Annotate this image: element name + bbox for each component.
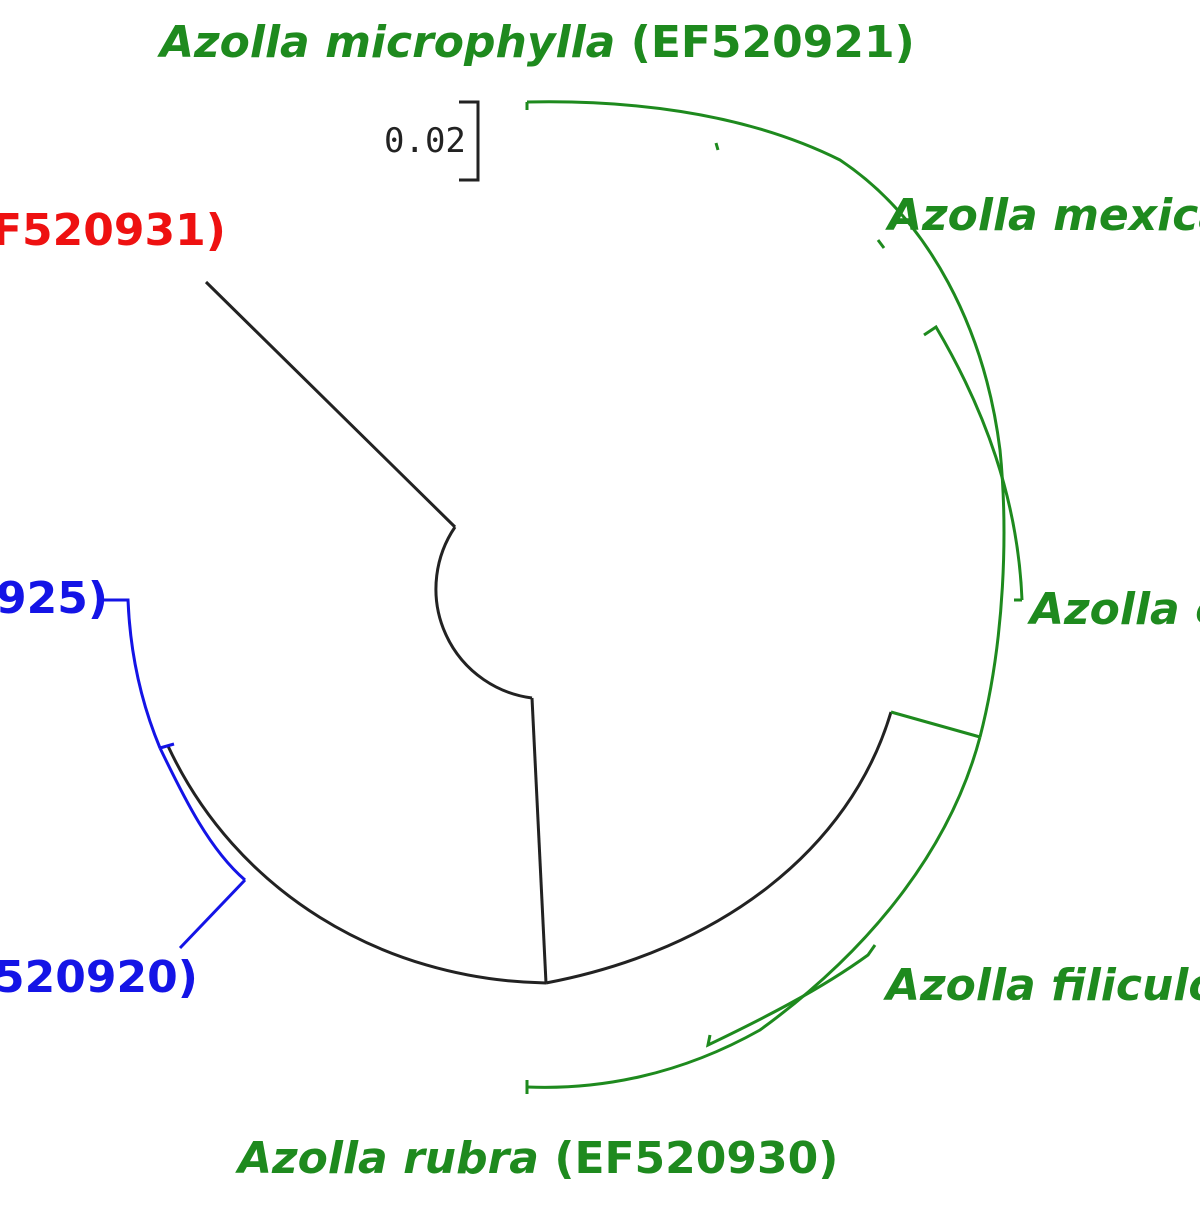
label-microphylla-accession: (EF520921) xyxy=(631,17,915,68)
label-outgroup: F520931) xyxy=(0,205,226,256)
green-lower-arc xyxy=(526,736,982,1089)
blue-inner-arc xyxy=(158,747,246,882)
blue-clade xyxy=(102,598,247,950)
label-caroliniana-species: c xyxy=(1195,584,1200,635)
microphylla-tick xyxy=(714,142,720,151)
scale-bar-label: 0.02 xyxy=(384,121,466,161)
label-rubra-genus: Azolla xyxy=(235,1133,388,1184)
label-rubra-accession: (EF520930) xyxy=(554,1133,838,1184)
label-filiculoides: Azolla filiculoi xyxy=(883,960,1200,1011)
root-arc xyxy=(434,526,533,700)
blue-upper-tip xyxy=(102,598,162,749)
caroliniana-outer-arc xyxy=(923,324,1024,601)
lower-left-arc xyxy=(166,745,547,985)
blue-lower-tip xyxy=(178,878,247,950)
label-mexicana-genus: Azolla xyxy=(885,190,1038,241)
scale-bar: 0.02 xyxy=(384,100,480,182)
label-mexicana-species: mexica xyxy=(1053,190,1200,241)
green-crown-stem xyxy=(890,710,981,739)
label-microphylla-species: microphylla xyxy=(325,17,615,68)
label-mexicana: Azolla mexica xyxy=(885,190,1200,241)
blue-node-bracket xyxy=(159,742,175,750)
green-upper-arc xyxy=(526,100,1006,738)
outgroup-branch xyxy=(204,280,457,529)
label-caroliniana: Azolla c xyxy=(1027,584,1200,635)
taxon-labels: Azolla microphylla (EF520921) Azolla mex… xyxy=(0,17,1200,1184)
label-blue-upper: 925) xyxy=(0,573,108,624)
label-filiculoides-species: filiculoi xyxy=(1051,960,1200,1011)
mexicana-tick xyxy=(876,239,886,249)
label-microphylla-genus: Azolla xyxy=(157,17,310,68)
label-rubra: Azolla rubra (EF520930) xyxy=(235,1133,838,1184)
lower-right-arc xyxy=(545,711,893,985)
scale-bar-bracket xyxy=(459,100,480,182)
label-blue-lower: 520920) xyxy=(0,952,198,1003)
label-filiculoides-genus: Azolla xyxy=(883,960,1036,1011)
label-microphylla: Azolla microphylla (EF520921) xyxy=(157,17,915,68)
filiculoides-bracket xyxy=(705,944,877,1048)
green-clade xyxy=(525,100,1024,1094)
label-caroliniana-genus: Azolla xyxy=(1027,584,1180,635)
root-stem xyxy=(530,697,548,984)
label-rubra-species: rubra xyxy=(403,1133,539,1184)
backbone-clade xyxy=(166,280,893,985)
